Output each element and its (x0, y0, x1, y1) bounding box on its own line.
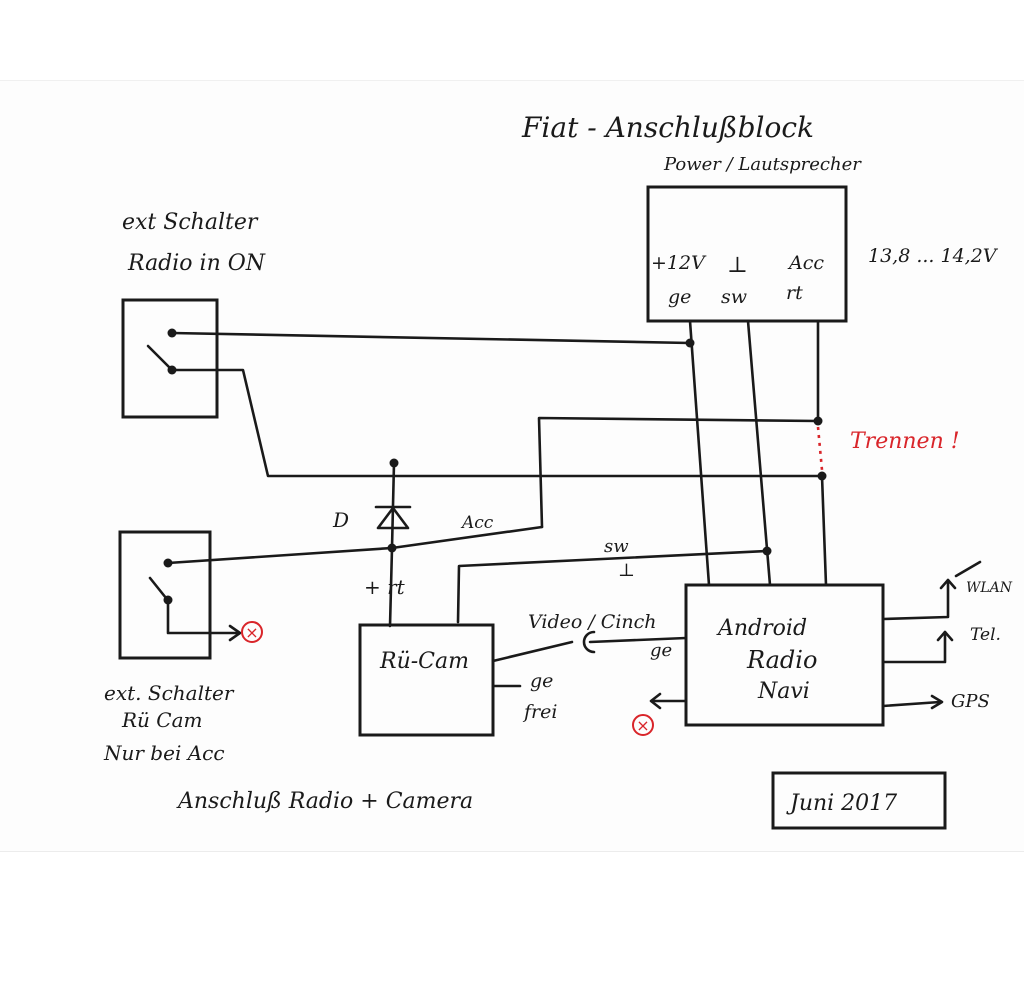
switch2-contact (148, 576, 168, 600)
voltage-range-label: 13,8 ... 14,2V (868, 245, 999, 267)
cut-marker-line (816, 426, 824, 471)
wire-switch2-to-diode (166, 546, 394, 565)
cinch-connector (582, 630, 596, 654)
switch1-label-line1: ext Schalter (122, 210, 259, 235)
gps-arrow (930, 694, 944, 710)
switch2-label-line2: Rü Cam (121, 708, 203, 732)
wire-diode-to-acc (390, 525, 544, 550)
switch1-label-line2: Radio in ON (127, 251, 266, 276)
tel-antenna-arrow (936, 630, 954, 642)
footer-title: Anschluß Radio + Camera (176, 789, 473, 814)
ground-symbol-label: ⊥ (618, 560, 635, 581)
wlan-antenna-stroke (954, 560, 982, 578)
acc-label: Acc (460, 513, 494, 533)
diode-triangle (376, 506, 410, 530)
tel-antenna-wire (881, 630, 947, 664)
wire-video-right (588, 636, 688, 644)
arrow-switch2-x (228, 624, 242, 642)
switch1-contact (146, 344, 172, 370)
terminal-acc-label: Acc (787, 252, 824, 274)
radio-label-line3: Navi (757, 679, 810, 704)
wire-plus12v-ge (688, 319, 711, 587)
wlan-label: WLAN (966, 580, 1013, 596)
diagram-subtitle: Power / Lautsprecher (663, 154, 862, 175)
video-ge-label: ge (650, 640, 672, 661)
wire-camera-plus (388, 546, 394, 628)
marker-x-circle-1 (241, 621, 263, 643)
switch2-label-line1: ext. Schalter (104, 681, 235, 705)
marker-x-1: × (245, 623, 258, 642)
wire-acc-rt-lower (820, 474, 828, 587)
date-label: Juni 2017 (786, 791, 897, 816)
sw-label: sw (604, 536, 629, 557)
plus-rt-label: + rt (364, 575, 406, 599)
wire-color-rt-label: rt (786, 282, 803, 304)
android-radio-box (684, 583, 885, 727)
paper-sheet (0, 80, 1024, 852)
diagram-title: Fiat - Anschlußblock (521, 111, 814, 144)
gps-label: GPS (951, 691, 990, 712)
wlan-antenna-arrow (939, 578, 957, 590)
marker-x-2: × (636, 716, 649, 735)
terminal-plus12v-label: +12V (651, 252, 707, 274)
junction-acc-upper (813, 416, 823, 426)
wire-color-sw-label: sw (721, 286, 747, 308)
camera-label: Rü-Cam (379, 649, 469, 674)
wire-switch1-to-plus12v (170, 331, 692, 345)
marker-x-circle-2 (632, 714, 654, 736)
trennen-label: Trennen ! (850, 429, 960, 454)
radio-label-line1: Android (716, 616, 807, 641)
diode-label: D (332, 508, 349, 532)
wire-diode (390, 461, 396, 550)
ge-frei-line2: frei (522, 701, 557, 723)
wire-video-left (491, 640, 574, 663)
junction-ground (762, 546, 772, 556)
ge-frei-line1: ge (530, 670, 553, 692)
wire-acc-branch (537, 416, 820, 529)
wire-switch2-to-x (166, 598, 240, 635)
switch2-box (118, 530, 212, 660)
arrow-radio-x (649, 692, 662, 710)
wlan-antenna-wire (881, 578, 950, 621)
switch1-box (121, 298, 219, 419)
junction-acc-lower (817, 471, 827, 481)
video-cinch-label: Video / Cinch (528, 611, 657, 633)
wire-color-ge-label: ge (668, 286, 691, 308)
tel-label: Tel. (970, 625, 1001, 645)
wire-camera-ground (456, 549, 769, 624)
junction-plus12v (685, 338, 695, 348)
terminal-ground-label: ⊥ (727, 253, 748, 278)
switch2-label-line3: Nur bei Acc (103, 741, 225, 765)
wire-switch1-to-acc (170, 368, 824, 478)
radio-label-line2: Radio (746, 646, 817, 674)
gps-wire (881, 700, 942, 708)
rear-camera-box (358, 623, 495, 737)
date-box (771, 771, 947, 830)
wire-ground-sw (746, 319, 772, 587)
